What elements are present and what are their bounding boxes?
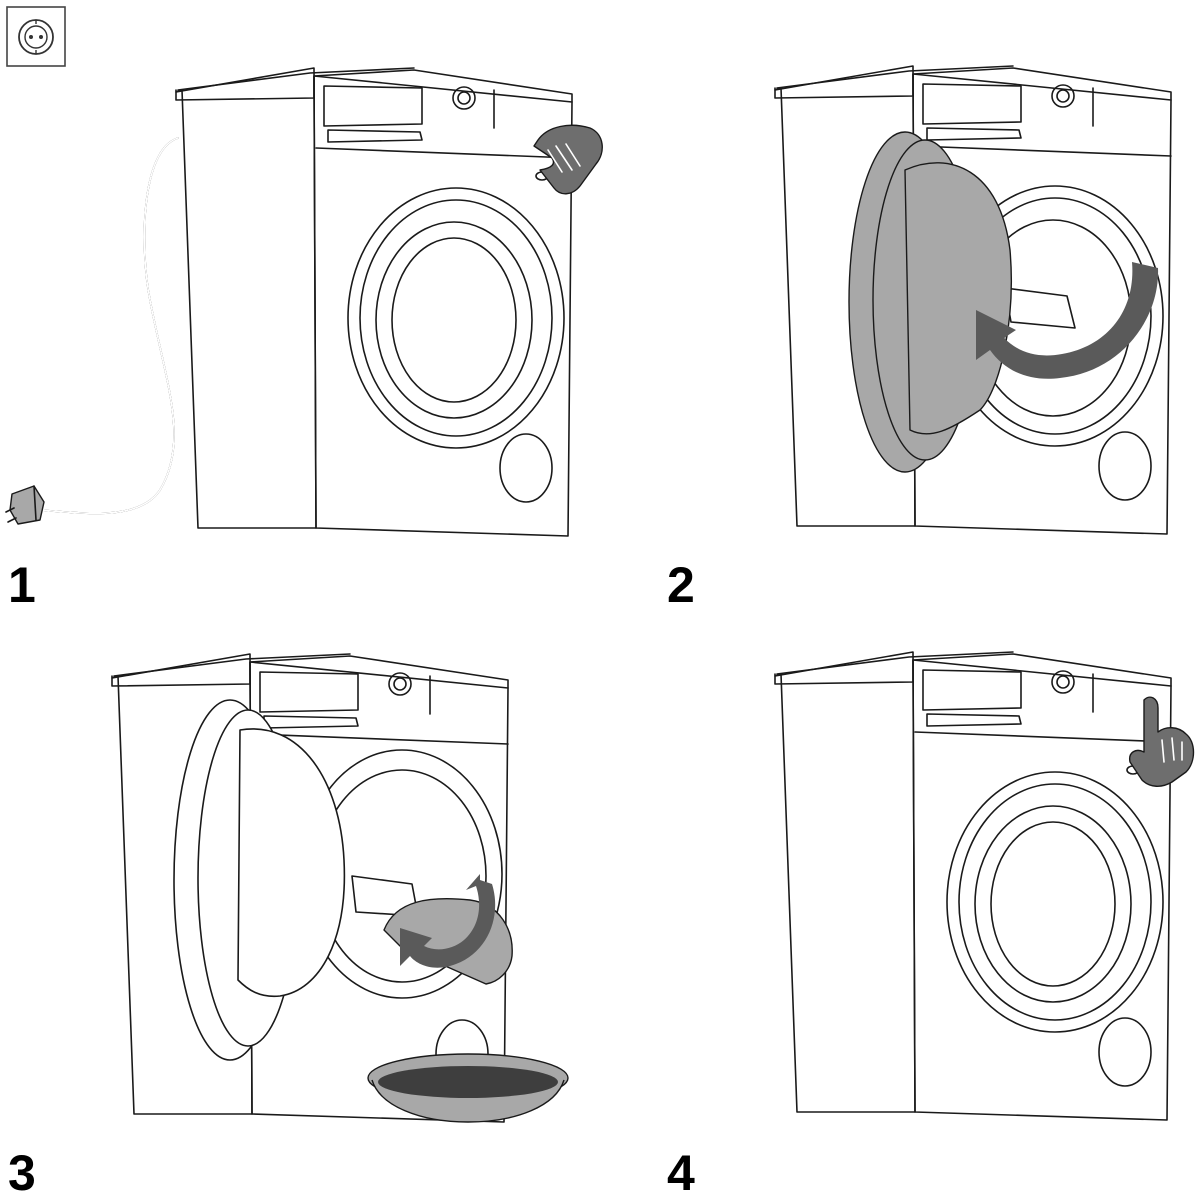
step-1-illustration bbox=[5, 67, 603, 537]
power-plug-icon bbox=[5, 485, 45, 525]
step-number-3: 3 bbox=[8, 1145, 36, 1198]
pointing-hand-icon bbox=[1129, 696, 1195, 787]
step-2-illustration bbox=[774, 65, 1172, 535]
step-3-illustration bbox=[111, 653, 569, 1123]
open-door bbox=[848, 131, 1012, 473]
power-socket-icon bbox=[6, 6, 66, 67]
curved-arrow-icon bbox=[400, 874, 496, 968]
step-number-2: 2 bbox=[667, 557, 695, 613]
drip-tray-icon bbox=[367, 1053, 569, 1123]
power-cord bbox=[39, 137, 179, 515]
washing-machine bbox=[175, 67, 573, 537]
step-number-4: 4 bbox=[667, 1145, 695, 1198]
curved-arrow-icon bbox=[976, 262, 1159, 379]
step-number-1: 1 bbox=[8, 557, 36, 613]
hand-icon bbox=[533, 124, 603, 195]
open-door bbox=[173, 699, 346, 1061]
step-4-illustration bbox=[774, 651, 1195, 1121]
washing-machine bbox=[774, 651, 1172, 1121]
